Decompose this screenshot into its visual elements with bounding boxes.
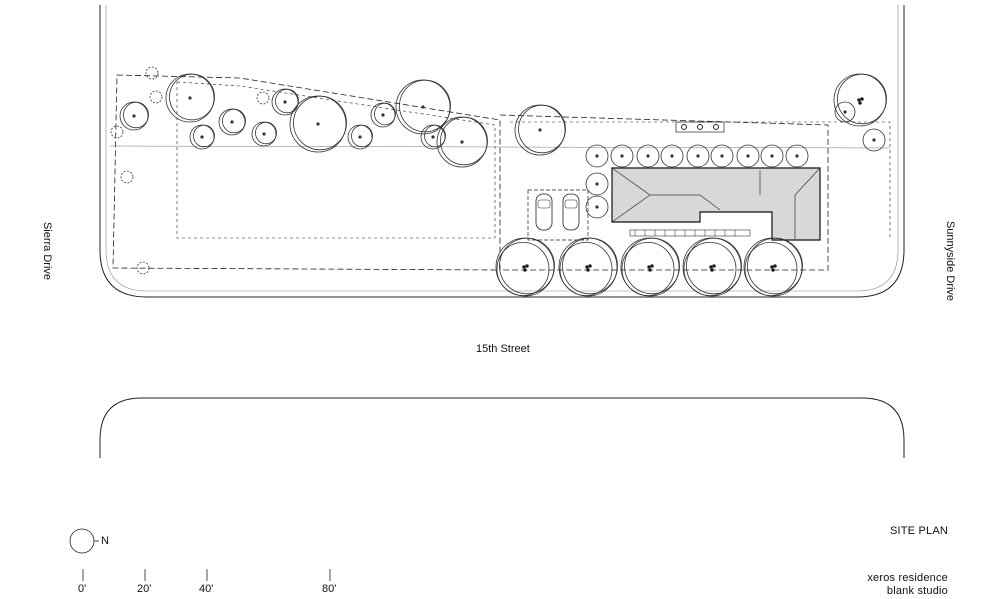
tree-canopy <box>585 195 609 219</box>
tree-canopy <box>289 95 347 153</box>
scale-tick-label: 40' <box>199 583 214 595</box>
scale-bar <box>82 569 331 581</box>
tree-canopy <box>395 79 451 135</box>
sheet-title: SITE PLAN <box>889 525 948 537</box>
car <box>535 193 553 231</box>
tree-canopy <box>585 172 609 196</box>
shrub <box>145 66 159 80</box>
shrub <box>256 91 270 105</box>
setback-line <box>176 81 496 239</box>
scale-tick-label: 20' <box>137 583 152 595</box>
tree-canopy <box>251 121 277 147</box>
upper-curb <box>99 5 905 298</box>
tree-canopy <box>660 144 684 168</box>
street-label-sunnyside-drive: Sunnyside Drive <box>944 220 957 302</box>
tree-canopy <box>682 237 742 297</box>
house-footprint <box>611 167 821 241</box>
tree-canopy <box>785 144 809 168</box>
shrub <box>149 90 163 104</box>
property-line <box>112 74 501 271</box>
street-label-sierra-drive: Sierra Drive <box>41 221 54 281</box>
shrub <box>136 261 150 275</box>
tree-canopy <box>834 101 856 123</box>
tree-canopy <box>514 104 566 156</box>
tree-canopy <box>271 88 299 116</box>
tree-canopy <box>420 124 446 150</box>
tree-canopy <box>610 144 634 168</box>
tree-canopy <box>710 144 734 168</box>
tree-canopy <box>736 144 760 168</box>
north-arrow <box>69 528 99 554</box>
tree-canopy <box>189 124 215 150</box>
tree-canopy <box>585 144 609 168</box>
tree-canopy <box>636 144 660 168</box>
shrub <box>120 170 134 184</box>
tree-canopy <box>833 73 887 127</box>
tree-canopy <box>862 128 886 152</box>
tree-canopy <box>558 237 618 297</box>
tree-canopy <box>495 237 555 297</box>
tree-canopy <box>218 108 246 136</box>
street-label-15th-street: 15th Street <box>476 343 530 355</box>
shrub <box>110 125 124 139</box>
firm-name: blank studio <box>886 585 948 597</box>
tree-canopy <box>743 237 803 297</box>
project-name: xeros residence <box>867 572 948 584</box>
tree-canopy <box>119 101 149 131</box>
parking-pad <box>527 189 589 241</box>
tree-canopy <box>436 116 488 168</box>
scale-tick-label: 80' <box>322 583 337 595</box>
tree-canopy <box>370 102 396 128</box>
tree-canopy <box>760 144 784 168</box>
tree-canopy <box>686 144 710 168</box>
tree-canopy <box>165 73 215 123</box>
tree-canopy <box>620 237 680 297</box>
tree-canopy <box>347 124 373 150</box>
north-arrow-label: N <box>101 535 109 547</box>
planter-box <box>675 121 725 133</box>
lower-curb <box>99 397 905 458</box>
car <box>562 193 580 231</box>
scale-tick-label: 0' <box>78 583 87 595</box>
